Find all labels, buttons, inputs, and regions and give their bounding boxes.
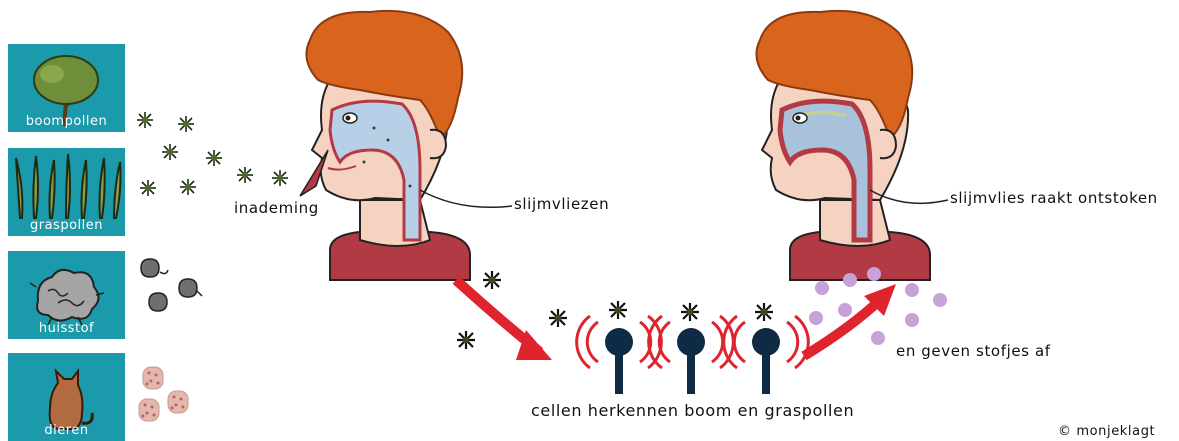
- label-release: en geven stofjes af: [896, 342, 1051, 360]
- receptor-cell: [577, 316, 662, 394]
- head-right: [756, 11, 930, 280]
- label-mucosa-inflamed: slijmvlies raakt ontstoken: [950, 189, 1158, 207]
- label-cells-recognize: cellen herkennen boom en graspollen: [531, 401, 854, 420]
- pollen-cloud: [137, 112, 288, 196]
- receptor-cell: [724, 316, 809, 394]
- dander-particles: [139, 367, 188, 421]
- label-mucosa: slijmvliezen: [514, 195, 609, 213]
- mucosa-leader: [420, 190, 512, 207]
- receptor-cell: [649, 316, 734, 394]
- label-inhalation: inademing: [234, 199, 319, 217]
- dust-particles: [141, 259, 202, 311]
- head-left: [300, 11, 470, 280]
